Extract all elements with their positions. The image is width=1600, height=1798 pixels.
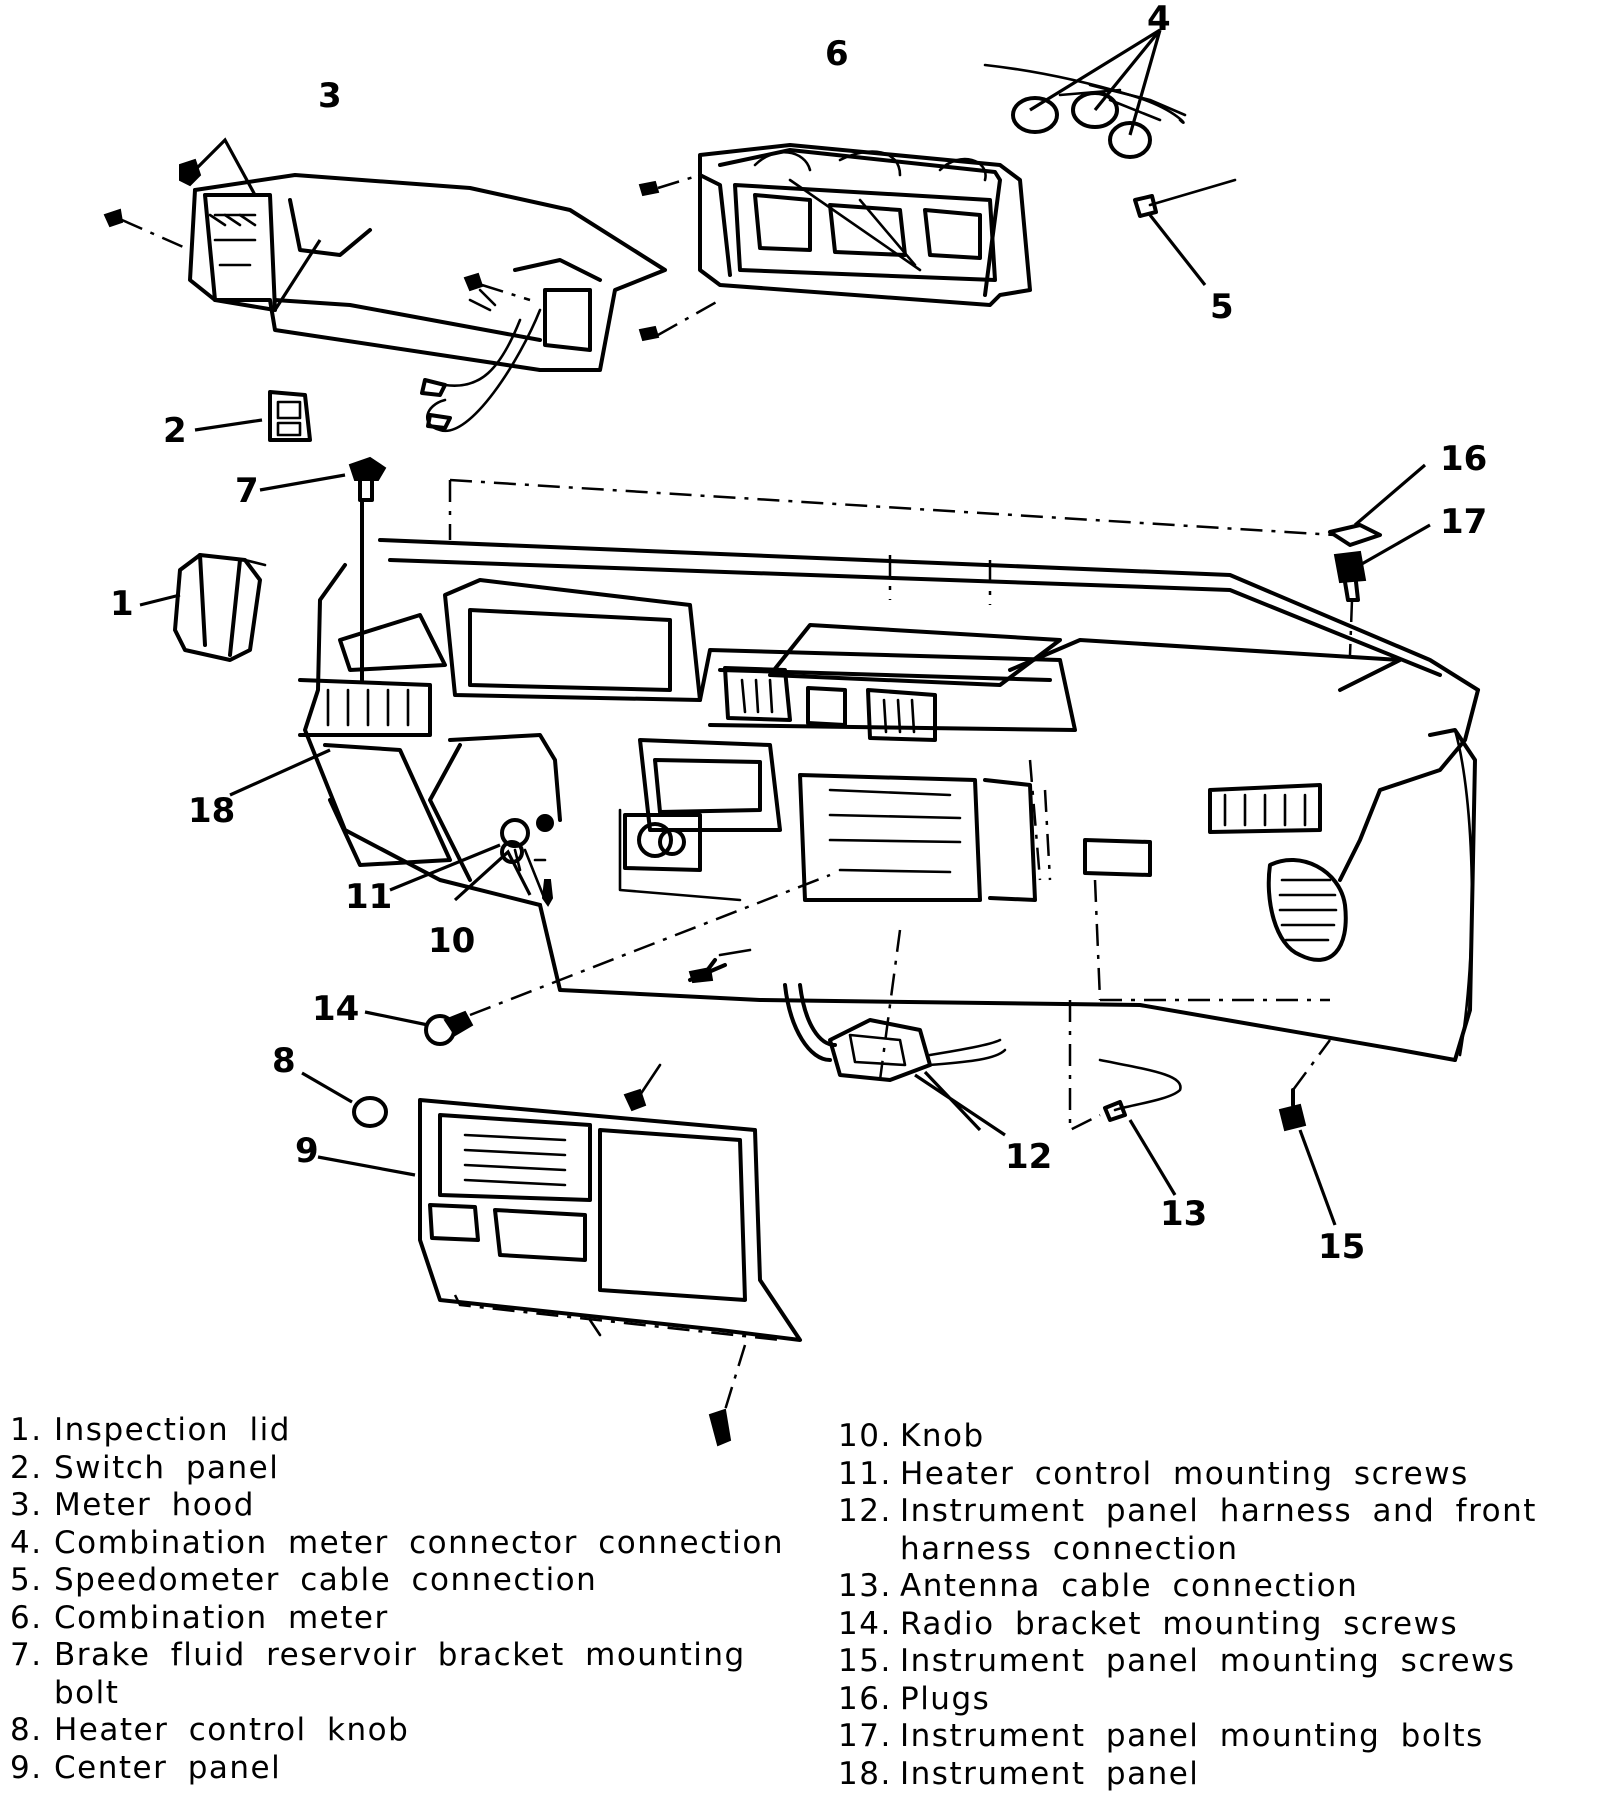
harness-connection-drawing — [783, 929, 1007, 1137]
legend-column-left: 1. Inspection lid 2. Switch panel 3. Meter … — [10, 1412, 810, 1787]
legend-item: 15.Instrument panel mounting screws — [838, 1643, 1598, 1681]
legend-number: 11. — [838, 1455, 892, 1492]
legend-item: 11.Heater control mounting screws — [838, 1456, 1598, 1494]
callout-labels: 1 2 3 4 5 6 7 8 9 10 11 12 13 14 15 16 1… — [110, 0, 1487, 1267]
legend-text: Brake fluid reservoir bracket mounting b… — [54, 1637, 746, 1711]
callout-7: 7 — [235, 471, 259, 511]
meter-hood-drawing — [188, 173, 667, 433]
legend-item: 16.Plugs — [838, 1681, 1598, 1719]
callout-3: 3 — [318, 76, 342, 116]
callout-2: 2 — [163, 411, 187, 451]
parts-legend: 1. Inspection lid 2. Switch panel 3. Meter … — [0, 1412, 1600, 1792]
antenna-cable-drawing — [1068, 1000, 1337, 1226]
legend-item: 4. Combination meter connector connection — [10, 1525, 810, 1563]
legend-text: Combination meter — [54, 1599, 389, 1636]
legend-text: Center panel — [54, 1749, 282, 1786]
legend-number: 16. — [838, 1680, 892, 1717]
legend-text: Heater control knob — [54, 1712, 410, 1748]
legend-item: 1. Inspection lid — [10, 1412, 810, 1450]
callout-9: 9 — [295, 1131, 319, 1171]
legend-text: Combination meter connector connection — [54, 1524, 785, 1561]
callout-5: 5 — [1210, 287, 1234, 327]
center-panel-drawing — [301, 1063, 802, 1447]
legend-number: 10. — [838, 1418, 892, 1454]
legend-item: 3. Meter hood — [10, 1487, 810, 1525]
legend-item: 12.Instrument panel harness and front ha… — [838, 1493, 1598, 1568]
legend-number: 14. — [838, 1605, 892, 1642]
legend-number: 7. — [10, 1637, 43, 1673]
callout-15: 15 — [1318, 1227, 1365, 1267]
legend-number: 13. — [838, 1568, 892, 1604]
callout-14: 14 — [312, 989, 359, 1029]
legend-number: 9. — [10, 1749, 43, 1786]
legend-item: 14.Radio bracket mounting screws — [838, 1606, 1598, 1644]
callout-12: 12 — [1005, 1137, 1052, 1177]
callout-11: 11 — [345, 877, 392, 917]
legend-text: Antenna cable connection — [900, 1568, 1359, 1604]
legend-text: Plugs — [900, 1680, 991, 1717]
legend-number: 3. — [10, 1487, 43, 1523]
legend-item: 17.Instrument panel mounting bolts — [838, 1718, 1598, 1756]
callout-6: 6 — [825, 34, 849, 74]
legend-number: 17. — [838, 1718, 892, 1754]
radio-bracket-drawing — [364, 873, 831, 1046]
callout-18: 18 — [188, 791, 235, 831]
meter-connectors-drawing — [983, 28, 1237, 286]
legend-text: Instrument panel — [900, 1755, 1200, 1792]
legend-column-right: 10.Knob 11.Heater control mounting screw… — [838, 1412, 1598, 1793]
callout-17: 17 — [1440, 502, 1487, 542]
legend-item: 10.Knob — [838, 1418, 1598, 1456]
legend-text: Radio bracket mounting screws — [900, 1605, 1459, 1642]
combination-meter-drawing — [638, 143, 1032, 342]
legend-item: 7. Brake fluid reservoir bracket mounting… — [10, 1637, 810, 1712]
legend-text: Instrument panel mounting bolts — [900, 1718, 1484, 1754]
legend-item: 13.Antenna cable connection — [838, 1568, 1598, 1606]
legend-item: 18.Instrument panel — [838, 1756, 1598, 1794]
legend-text: Speedometer cable connection — [54, 1562, 598, 1598]
callout-8: 8 — [272, 1041, 296, 1081]
callout-4: 4 — [1147, 0, 1171, 39]
legend-text: Instrument panel mounting screws — [900, 1643, 1516, 1679]
legend-number: 15. — [838, 1643, 892, 1679]
legend-item: 6. Combination meter — [10, 1600, 810, 1638]
legend-number: 5. — [10, 1562, 43, 1598]
legend-item: 2. Switch panel — [10, 1450, 810, 1488]
callout-16: 16 — [1440, 439, 1487, 479]
small-parts-drawing — [139, 390, 1431, 682]
meter-hood-screws — [103, 137, 531, 302]
legend-number: 6. — [10, 1599, 43, 1636]
legend-text: Inspection lid — [54, 1412, 291, 1448]
legend-number: 18. — [838, 1755, 892, 1792]
legend-number: 8. — [10, 1712, 43, 1748]
heater-control-drawing — [229, 748, 554, 907]
callout-10: 10 — [428, 921, 475, 961]
legend-number: 1. — [10, 1412, 43, 1448]
legend-text: Instrument panel harness and front harne… — [900, 1493, 1537, 1567]
legend-number: 4. — [10, 1524, 43, 1561]
legend-text: Heater control mounting screws — [900, 1455, 1469, 1492]
callout-1: 1 — [110, 584, 134, 624]
legend-number: 12. — [838, 1493, 892, 1529]
legend-text: Knob — [900, 1418, 985, 1454]
legend-number: 2. — [10, 1449, 43, 1486]
legend-item: 5. Speedometer cable connection — [10, 1562, 810, 1600]
legend-item: 9. Center panel — [10, 1750, 810, 1788]
legend-text: Switch panel — [54, 1449, 280, 1486]
instrument-panel-drawing — [298, 478, 1480, 1062]
legend-item: 8. Heater control knob — [10, 1712, 810, 1750]
callout-13: 13 — [1160, 1194, 1207, 1234]
legend-text: Meter hood — [54, 1487, 255, 1523]
